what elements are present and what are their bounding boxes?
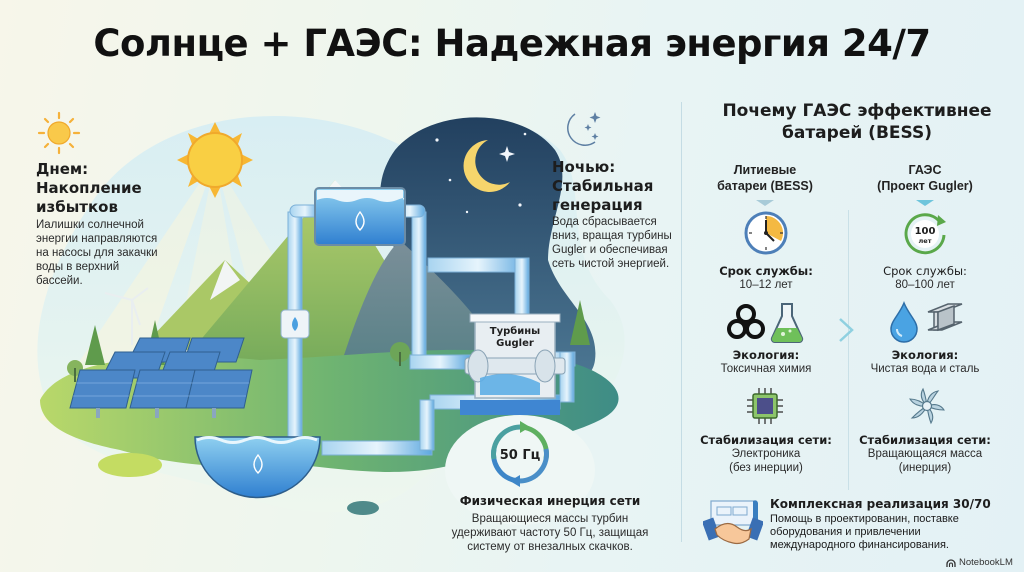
night-title: Ночью: Стабильная генерация (552, 158, 653, 215)
column-divider (848, 210, 849, 490)
day-title-line: Днем: (36, 160, 89, 178)
turbine-label-line2: Gugler (496, 338, 534, 349)
bess-stability-value: (без инерции) (729, 462, 803, 474)
day-title-line: Накопление (36, 179, 142, 197)
turbine-label-line1: Турбины (490, 325, 540, 337)
chevron-right-icon (839, 318, 854, 342)
wind-turbine-icon (104, 287, 149, 345)
gaes-lifetime: Срок службы: 80–100 лет (850, 264, 1000, 292)
bess-lifetime: Срок службы: 10–12 лет (691, 264, 841, 292)
gaes-lifetime-label: Срок службы: (883, 264, 967, 278)
bess-ecology-label: Экология: (732, 348, 800, 362)
bess-ecology-value: Токсичная химия (720, 363, 812, 375)
comparison-title: Почему ГАЭС эффективнее батарей (BESS) (690, 100, 1024, 144)
page-title: Солнце + ГАЭС: Надежная энергия 24/7 (93, 22, 931, 65)
footer-description: Помощь в проектированин, поставке оборуд… (770, 513, 1010, 552)
brand-label: NotebookLM (959, 557, 1013, 568)
night-text-line: вниз, вращая турбины (552, 230, 672, 242)
moon-icon (463, 140, 510, 192)
inertia-text-line: Вращающиеся массы турбин (471, 513, 629, 525)
clock-icon (744, 211, 788, 255)
footer-title: Комплексная реализация 30/70 (770, 497, 991, 511)
bess-ecology: Экология: Токсичная химия (691, 348, 841, 376)
day-text-line: бассейи. (36, 275, 83, 287)
bess-stability-label: Стабилизация сети: (700, 433, 832, 447)
gaes-ecology-label: Экология: (891, 348, 959, 362)
100-years-cycle-icon: 100 лет (904, 213, 946, 255)
brand-watermark: NotebookLM (946, 557, 1013, 568)
sun-icon (177, 122, 253, 198)
inertia-text-line: удерживают частоту 50 Гц, защищая (451, 527, 649, 539)
night-title-line: Стабильная (552, 177, 654, 195)
gaes-ecology: Экология: Чистая вода и сталь (850, 348, 1000, 376)
down-arrow-icon (916, 200, 934, 206)
turbine-icon (909, 387, 945, 425)
gaes-header-line: ГАЭС (908, 163, 942, 177)
inertia-text-line: систему от внезалных скачков. (467, 541, 633, 553)
biohazard-icon (727, 304, 765, 339)
footer-text-line: международного финансирования. (770, 539, 949, 551)
day-text-line: воды в верхний (36, 261, 120, 273)
night-title-line: Ночью: (552, 158, 616, 176)
inertia-description: Вращающиеся массы турбин удерживают част… (420, 512, 680, 554)
bess-header-line: Литиевые (733, 163, 797, 177)
gaes-stability-value: Вращающаяся масса (867, 448, 983, 460)
chip-icon (747, 388, 783, 424)
notebooklm-logo-icon (946, 558, 956, 567)
gaes-ecology-value: Чистая вода и сталь (870, 363, 980, 375)
day-text-line: энергии направляются (36, 233, 158, 245)
day-title-line: избытков (36, 198, 118, 216)
gaes-stability-label: Стабилизация сети: (859, 433, 991, 447)
day-title: Днем: Накопление избытков (36, 160, 142, 217)
day-text-line: на насосы для закачки (36, 247, 158, 259)
frequency-label: 50 Гц (500, 448, 541, 463)
night-text-line: Вода сбрасывается (552, 216, 657, 228)
bess-header-line: батареи (BESS) (717, 179, 813, 193)
sun-icon (37, 111, 81, 155)
night-text-line: Gugler и обеспечивая (552, 244, 668, 256)
upper-reservoir (314, 187, 406, 246)
night-description: Вода сбрасывается вниз, вращая турбины G… (552, 215, 692, 271)
section-divider (681, 102, 682, 542)
bess-lifetime-label: Срок службы: (719, 264, 813, 278)
night-text-line: сеть чистой энергией. (552, 258, 670, 270)
moon-icon (567, 112, 601, 146)
bess-grid-stability: Стабилизация сети: Электроника (без инер… (691, 433, 841, 475)
footer-text-line: оборудования и привлечении (770, 526, 921, 538)
day-text-line: Иалишки солнечной (36, 219, 144, 231)
day-description: Иалишки солнечной энергии направляются н… (36, 218, 186, 288)
frequency-cycle-icon (491, 421, 549, 487)
gaes-stability-value: (инерция) (898, 462, 952, 474)
gaes-header-line: (Проект Gugler) (877, 179, 973, 193)
gaes-grid-stability: Стабилизация сети: Вращающаяся масса (ин… (850, 433, 1000, 475)
gaes-lifetime-value: 80–100 лет (895, 279, 955, 291)
bess-stability-value: Электроника (731, 448, 801, 460)
badge-number: 100 (915, 226, 936, 237)
footer-text-line: Помощь в проектированин, поставке (770, 513, 959, 525)
gugler-turbine (460, 313, 566, 415)
gaes-column-header: ГАЭС (Проект Gugler) (860, 162, 990, 206)
comparison-title-line: Почему ГАЭС эффективнее (722, 101, 992, 121)
comparison-title-line: батарей (BESS) (781, 123, 933, 143)
bess-column-header: Литиевые батареи (BESS) (700, 162, 830, 206)
solar-panels-icon (69, 337, 253, 409)
night-title-line: генерация (552, 196, 643, 214)
down-arrow-icon (756, 200, 774, 206)
bess-lifetime-value: 10–12 лет (739, 279, 793, 291)
steel-beam-icon (927, 303, 963, 332)
flask-icon (770, 303, 804, 343)
water-drop-icon (890, 301, 918, 343)
handshake-icon (703, 500, 763, 545)
inertia-title: Физическая инерция сети (459, 494, 641, 508)
pumped-storage-illustration: Турбины Gugler 50 Гц (37, 115, 625, 525)
badge-unit: лет (919, 237, 932, 245)
lower-reservoir (194, 436, 321, 499)
